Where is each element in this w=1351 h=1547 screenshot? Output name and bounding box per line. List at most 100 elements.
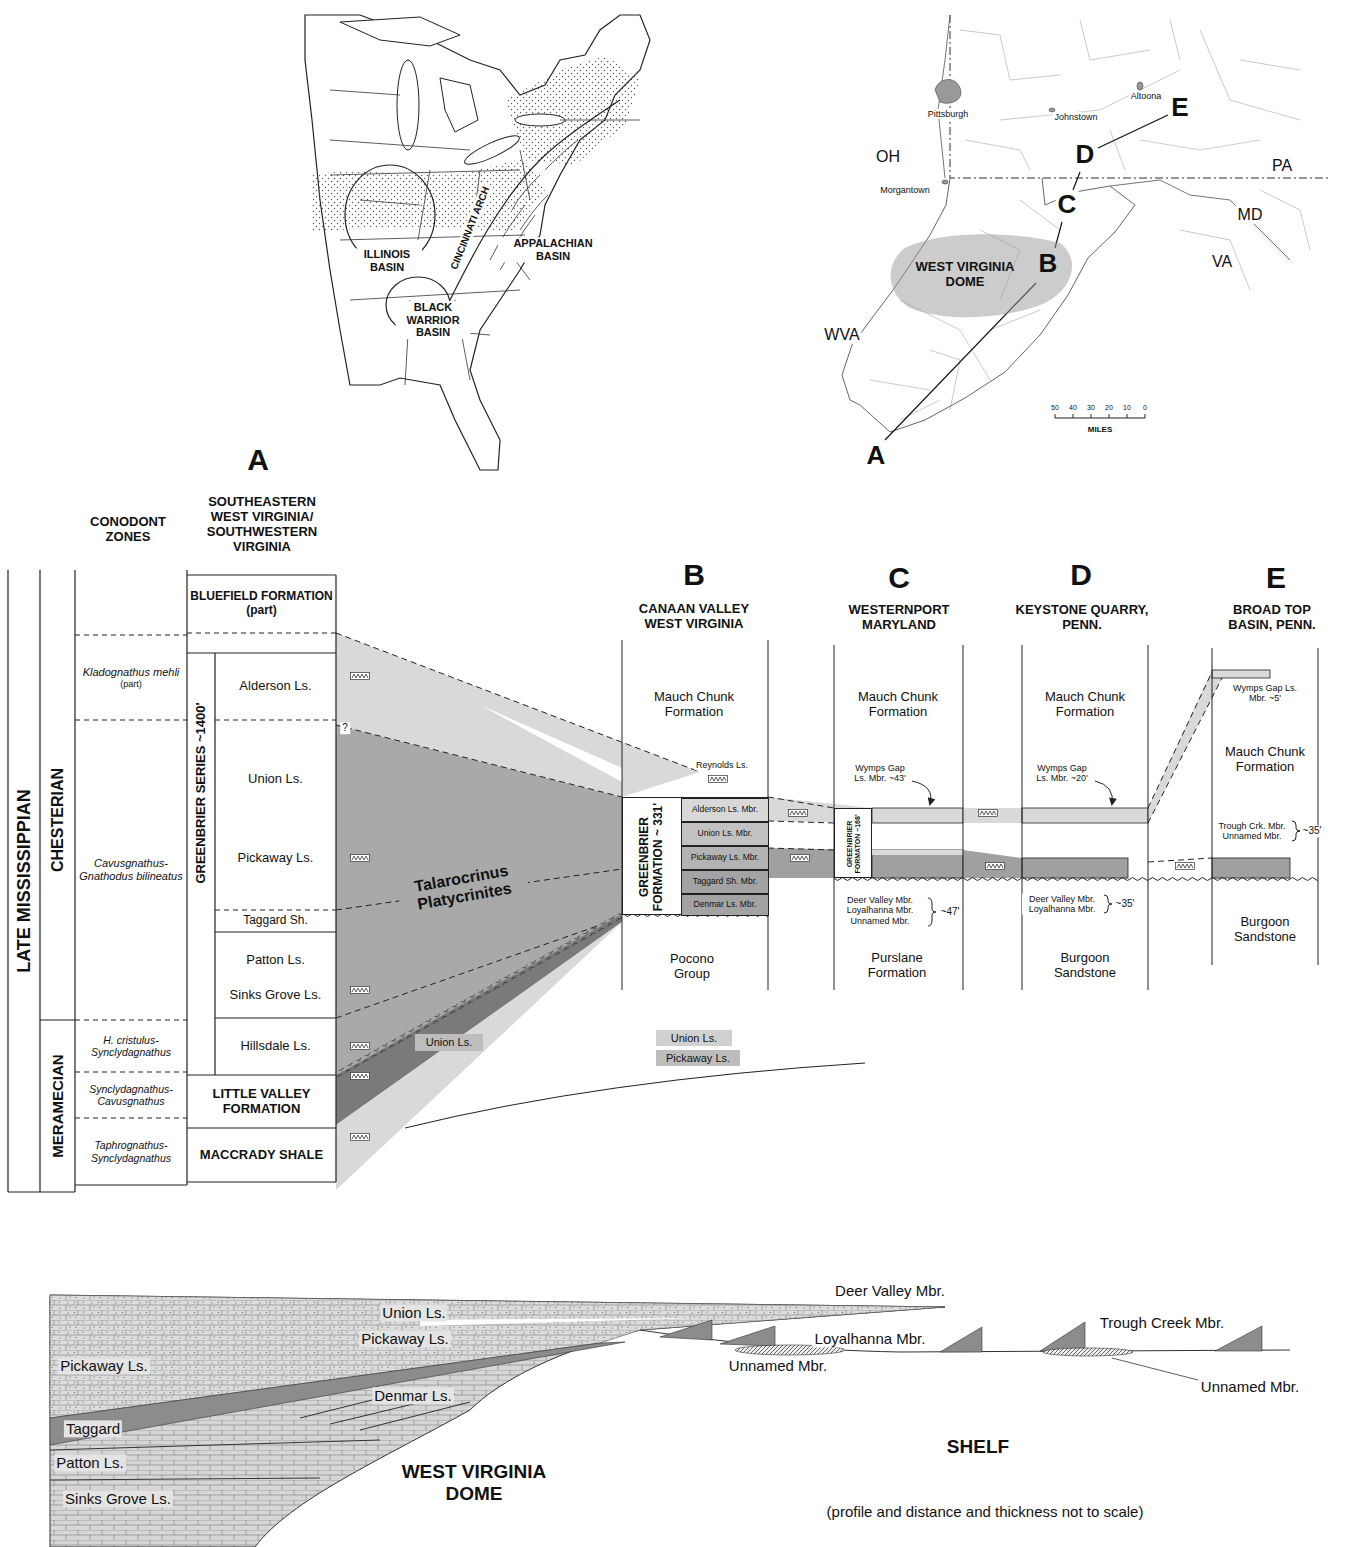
column-frame bbox=[8, 570, 336, 1192]
unconformity bbox=[335, 875, 1318, 1078]
correlation-band bbox=[336, 922, 622, 1190]
formation-cell: MACCRADY SHALE bbox=[187, 1128, 336, 1182]
eastern-us-map bbox=[440, 78, 478, 132]
member-cell: Denmar Ls. Mbr. bbox=[681, 894, 769, 916]
map-label: E bbox=[1169, 93, 1190, 123]
unit-label: Purslane Formation bbox=[857, 951, 937, 981]
eastern-us-map bbox=[515, 114, 565, 126]
dome-profile bbox=[1112, 1358, 1198, 1380]
section-label: Taggard bbox=[64, 1420, 122, 1437]
column-frame bbox=[622, 640, 1318, 990]
section-label: Unnamed Mbr. bbox=[727, 1357, 829, 1374]
map-label: 30 bbox=[1085, 404, 1097, 412]
unit-text: Alderson Ls. bbox=[239, 679, 311, 694]
sample-symbol bbox=[979, 810, 998, 817]
map-label: 10 bbox=[1121, 404, 1133, 412]
member-cell: Pickaway Ls. Mbr. bbox=[681, 846, 769, 870]
unit-cell: Patton Ls.Sinks Grove Ls. bbox=[215, 932, 336, 1018]
dome-profile bbox=[50, 1295, 945, 1547]
unit-label: Mauch Chunk Formation bbox=[1220, 745, 1310, 775]
sample-symbol bbox=[709, 776, 728, 783]
eastern-us-map bbox=[462, 131, 522, 169]
unit-text: Pickaway Ls. Mbr. bbox=[691, 853, 760, 863]
dome-profile bbox=[1043, 1348, 1133, 1356]
regional-map bbox=[942, 180, 948, 184]
correlation-line bbox=[405, 1063, 865, 1128]
column-header: KEYSTONE QUARRY, PENN. bbox=[1012, 603, 1152, 633]
sample-symbol bbox=[351, 1043, 370, 1050]
unit-text: Taggard Sh. Mbr. bbox=[693, 877, 758, 887]
epoch-band: MERAMECIAN bbox=[40, 1020, 75, 1192]
thickness-brace bbox=[1104, 895, 1112, 913]
epoch-band: CHESTERIAN bbox=[40, 570, 75, 1020]
series-box: GREENBRIER SERIES ~1400'Alderson Ls.Unio… bbox=[187, 653, 336, 1075]
map-label: MD bbox=[1236, 206, 1265, 224]
unit-text: Pickaway Ls. bbox=[215, 851, 336, 866]
unit-text: H. cristulus- Synclydagnathus bbox=[78, 1034, 184, 1058]
zone-cell: Cavusgnathus- Gnathodus bilineatus bbox=[75, 720, 187, 1020]
unit-text: MACCRADY SHALE bbox=[200, 1148, 323, 1163]
map-label: Pittsburgh bbox=[926, 109, 971, 119]
correlation-band bbox=[872, 850, 963, 855]
map-label: 40 bbox=[1067, 404, 1079, 412]
unit-label: Trough Crk. Mbr. Unnamed Mbr. bbox=[1214, 821, 1290, 842]
unit-text: Denmar Ls. Mbr. bbox=[694, 900, 757, 910]
map-label: OH bbox=[874, 148, 902, 166]
correlation-band bbox=[1148, 670, 1222, 823]
map-label: 0 bbox=[1141, 404, 1149, 412]
sample-symbol bbox=[351, 1134, 370, 1141]
correlation-line bbox=[336, 633, 1222, 1018]
unit-text: (part) bbox=[120, 679, 142, 689]
eastern-us-map bbox=[505, 55, 640, 165]
map-label: VA bbox=[1210, 253, 1234, 271]
section-label: Deer Valley Mbr. bbox=[833, 1282, 947, 1299]
pointer-arrow bbox=[912, 781, 931, 804]
sample-symbol bbox=[351, 855, 370, 862]
sample-symbol bbox=[351, 673, 370, 680]
column-header: C bbox=[886, 561, 912, 596]
map-label: MILES bbox=[1086, 425, 1114, 434]
unit-label: ~47' bbox=[939, 906, 962, 918]
section-label: Loyalhanna Mbr. bbox=[813, 1330, 928, 1347]
regional-map bbox=[842, 178, 1135, 432]
regional-map bbox=[935, 80, 961, 104]
unit-text: BLUEFIELD FORMATION bbox=[190, 590, 332, 604]
regional-map bbox=[938, 15, 1290, 260]
dome-profile bbox=[420, 1318, 700, 1326]
section-label: Denmar Ls. bbox=[372, 1387, 454, 1404]
formation-cell: BLUEFIELD FORMATION(part) bbox=[187, 575, 336, 633]
formation-box: GREENBRIER FORMATON ~168' bbox=[834, 808, 872, 878]
section-label: WEST VIRGINIA DOME bbox=[394, 1461, 554, 1505]
map-label: APPALACHIAN BASIN bbox=[498, 237, 608, 262]
regional-map bbox=[842, 15, 1330, 440]
unit-text: Union Ls. bbox=[671, 1032, 717, 1045]
unit-text: Kladognathus mehli bbox=[83, 666, 180, 679]
zone-cell: H. cristulus- Synclydagnathus bbox=[75, 1020, 187, 1072]
unit-cell: Hillsdale Ls. bbox=[215, 1018, 336, 1075]
unit-label: Mauch Chunk Formation bbox=[1035, 690, 1135, 720]
eastern-us-map bbox=[305, 15, 650, 470]
unit-label: Burgoon Sandstone bbox=[1225, 915, 1305, 945]
unit-label: Mauch Chunk Formation bbox=[848, 690, 948, 720]
formation-box: GREENBRIER FORMATION ~ 331'Alderson Ls. … bbox=[622, 797, 768, 915]
regional-map bbox=[1055, 414, 1145, 418]
regional-map bbox=[1137, 82, 1143, 90]
thickness-brace bbox=[928, 898, 936, 926]
correlation-band bbox=[1022, 808, 1148, 823]
thickness-brace bbox=[928, 821, 1300, 926]
eastern-us-map bbox=[397, 60, 419, 150]
correlation-band bbox=[963, 808, 1022, 823]
section-label: Patton Ls. bbox=[54, 1454, 126, 1471]
unit-cell: Union Ls.Pickaway Ls. bbox=[215, 720, 336, 910]
dome-profile bbox=[940, 1327, 982, 1352]
dome-outline bbox=[891, 234, 1072, 317]
unit-text: Union Ls. bbox=[426, 1036, 472, 1049]
map-label: Johnstown bbox=[1052, 112, 1099, 122]
column-header: D bbox=[1068, 558, 1094, 593]
section-label: Pickaway Ls. bbox=[359, 1330, 451, 1347]
correlation-band bbox=[963, 850, 1022, 878]
eastern-us-map bbox=[305, 15, 650, 470]
unit-text: Pickaway Ls. bbox=[666, 1052, 730, 1065]
zone-cell: Kladognathus mehli(part) bbox=[75, 635, 187, 720]
section-label: Union Ls. bbox=[380, 1304, 447, 1321]
